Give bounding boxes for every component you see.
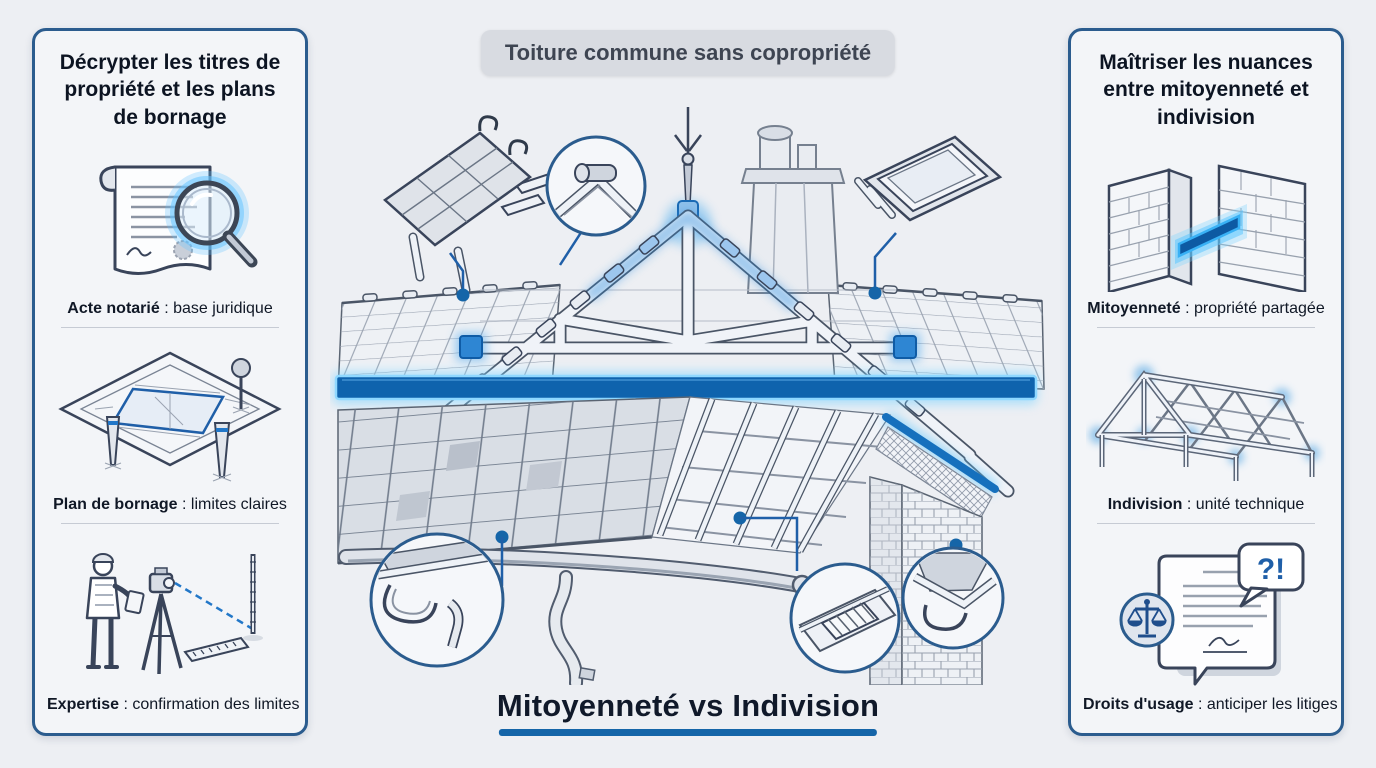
- tile-panel-detail: [382, 115, 560, 295]
- right-item-mitoyennete: Mitoyenneté : propriété partagée: [1081, 137, 1331, 332]
- callout-line-skylight: [873, 232, 897, 287]
- ridge-detail-circle: [545, 135, 647, 237]
- deed-magnifier-svg: [99, 165, 258, 275]
- usage-rights-icon: ?!: [1081, 528, 1331, 694]
- left-item-plan-bornage: Plan de bornage : limites claires: [45, 332, 295, 527]
- corner-gutter-detail-circle: [901, 546, 1005, 650]
- right-item-droits-usage: ?! Droits d'usage : anticiper les litige…: [1081, 528, 1338, 723]
- callout-line-tiles: [448, 252, 465, 289]
- footer: Mitoyenneté vs Indivision: [497, 688, 879, 736]
- caption-droits-usage: Droits d'usage : anticiper les litiges: [1083, 696, 1338, 714]
- roof-truss: [418, 209, 1015, 498]
- boundary-plan-icon: [45, 332, 295, 493]
- callout-line-ridge: [558, 230, 584, 266]
- skylight-detail: [854, 135, 1003, 222]
- left-panel-title: Décrypter les titres de propriété et les…: [59, 51, 281, 129]
- surveyor-icon: [45, 528, 295, 694]
- shared-boundary-bar: [332, 371, 1038, 405]
- divider: [1097, 522, 1315, 524]
- top-banner: Toiture commune sans copropriété: [480, 30, 896, 76]
- footer-underline: [498, 729, 878, 736]
- divider: [61, 522, 279, 524]
- roof-cross-section-illustration: [332, 107, 1045, 685]
- callout-line-vent: [740, 516, 799, 571]
- vent-detail-circle: [789, 562, 901, 674]
- right-panel-title: Maîtriser les nuances entre mitoyenneté …: [1099, 51, 1313, 129]
- chimney: [740, 125, 846, 294]
- banner-label: Toiture commune sans copropriété: [504, 40, 872, 65]
- left-item-expertise: Expertise : confirmation des limites: [45, 528, 300, 723]
- divider: [61, 327, 279, 329]
- exposed-battens: [651, 396, 892, 554]
- downspout: [548, 570, 596, 685]
- right-panel: Maîtriser les nuances entre mitoyenneté …: [1068, 28, 1344, 736]
- left-item-acte-notarie: Acte notarié : base juridique: [45, 137, 295, 332]
- gutter-detail-circle: [369, 532, 505, 668]
- roof-truss-svg: [1089, 364, 1320, 481]
- caption-mitoyennete: Mitoyenneté : propriété partagée: [1087, 300, 1325, 318]
- roof-truss-icon: [1081, 332, 1331, 493]
- notary-deed-magnifier-icon: [45, 137, 295, 298]
- surveyor-svg: [85, 553, 263, 675]
- party-wall-svg: [1107, 164, 1307, 292]
- left-panel: Décrypter les titres de propriété et les…: [32, 28, 308, 736]
- question-exclamation-text: ?!: [1257, 553, 1285, 586]
- caption-indivision: Indivision : unité technique: [1107, 495, 1305, 513]
- shingle-slope: [337, 396, 691, 565]
- party-wall-icon: [1081, 137, 1331, 298]
- legal-document-svg: ?!: [1119, 542, 1305, 686]
- callout-dot-right-roof: [868, 286, 882, 300]
- footer-title: Mitoyenneté vs Indivision: [496, 688, 880, 723]
- boundary-plan-svg: [58, 351, 282, 482]
- callout-dot-left-roof: [456, 288, 470, 302]
- caption-expertise: Expertise : confirmation des limites: [47, 696, 300, 714]
- right-roof-plane: [827, 281, 1045, 390]
- right-eave-fascia: [875, 411, 999, 520]
- divider: [1097, 327, 1315, 329]
- caption-acte-notarie: Acte notarié : base juridique: [67, 300, 273, 318]
- right-item-indivision: Indivision : unité technique: [1081, 332, 1331, 527]
- caption-plan-bornage: Plan de bornage : limites claires: [53, 495, 287, 513]
